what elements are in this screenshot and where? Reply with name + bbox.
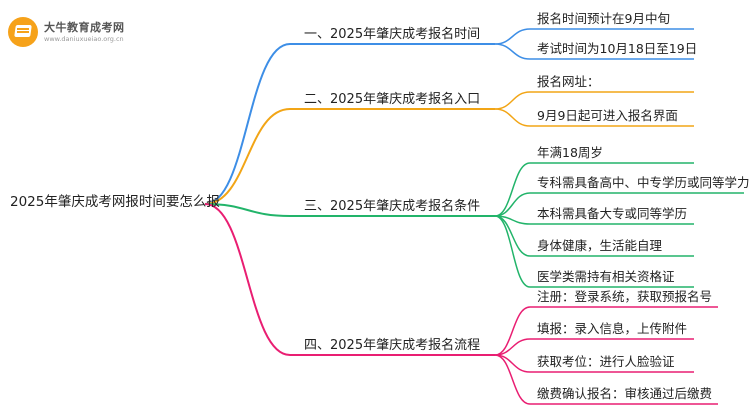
branch-3-label: 三、2025年肇庆成考报名条件 bbox=[304, 198, 480, 214]
branch-4-leaf-1-link bbox=[494, 306, 531, 356]
branch-1-label: 一、2025年肇庆成考报名时间 bbox=[304, 26, 480, 42]
branch-3-leaf-2-label: 专科需具备高中、中专学历或同等学力 bbox=[537, 175, 750, 190]
branch-1-leaf-2-label: 考试时间为10月18日至19日 bbox=[537, 41, 697, 56]
branch-4-leaf-1-label: 注册：登录系统，获取预报名号 bbox=[537, 289, 712, 304]
mind-map-nodes: 2025年肇庆成考网报时间要怎么报 一、2025年肇庆成考报名时间 报名时间预计在9… bbox=[10, 11, 750, 401]
root-to-branch-4-link bbox=[204, 203, 291, 356]
branch-3-leaf-1-label: 年满18周岁 bbox=[537, 145, 603, 160]
branch-2-leaf-2-link bbox=[494, 108, 531, 127]
branch-4-leaf-4-link bbox=[494, 354, 531, 405]
branch-1-leaf-1-label: 报名时间预计在9月中旬 bbox=[537, 11, 670, 26]
branch-3-leaf-4-label: 身体健康，生活能自理 bbox=[537, 238, 663, 253]
root-to-branch-2-link bbox=[204, 108, 291, 205]
branch-4-leaf-2-label: 填报：录入信息，上传附件 bbox=[537, 321, 687, 336]
book-logo-icon bbox=[8, 17, 38, 47]
root-to-branch-1-link bbox=[204, 43, 291, 205]
branch-3-leaf-5-label: 医学类需持有相关资格证 bbox=[537, 269, 675, 284]
root-topic: 2025年肇庆成考网报时间要怎么报 bbox=[10, 194, 220, 210]
site-logo: 大牛教育成考网 www.daniuxueiao.org.cn bbox=[8, 14, 158, 50]
branch-3-leaf-5-link bbox=[494, 215, 531, 288]
logo-text: 大牛教育成考网 www.daniuxueiao.org.cn bbox=[44, 22, 125, 43]
logo-url: www.daniuxueiao.org.cn bbox=[44, 34, 124, 43]
mind-map-links bbox=[204, 28, 744, 405]
branch-1-leaf-2-link bbox=[494, 43, 531, 60]
branch-2-leaf-1-label: 报名网址： bbox=[537, 74, 600, 89]
branch-2-leaf-1-link bbox=[494, 91, 531, 110]
branch-4-leaf-2-link bbox=[494, 338, 531, 356]
branch-4-leaf-4-label: 缴费确认报名：审核通过后缴费 bbox=[537, 386, 712, 401]
branch-2-leaf-2-label: 9月9日起可进入报名界面 bbox=[537, 108, 678, 123]
branch-4-label: 四、2025年肇庆成考报名流程 bbox=[304, 337, 480, 353]
branch-2-label: 二、2025年肇庆成考报名入口 bbox=[304, 91, 480, 107]
branch-4-leaf-3-label: 获取考位：进行人脸验证 bbox=[537, 354, 675, 369]
branch-3-leaf-3-label: 本科需具备大专或同等学历 bbox=[537, 206, 687, 221]
logo-name: 大牛教育成考网 bbox=[44, 20, 125, 34]
root-to-branch-3-link bbox=[204, 203, 291, 217]
branch-3-leaf-2-link bbox=[494, 192, 531, 217]
branch-3-leaf-1-link bbox=[494, 162, 531, 217]
branch-1-leaf-1-link bbox=[494, 28, 531, 45]
